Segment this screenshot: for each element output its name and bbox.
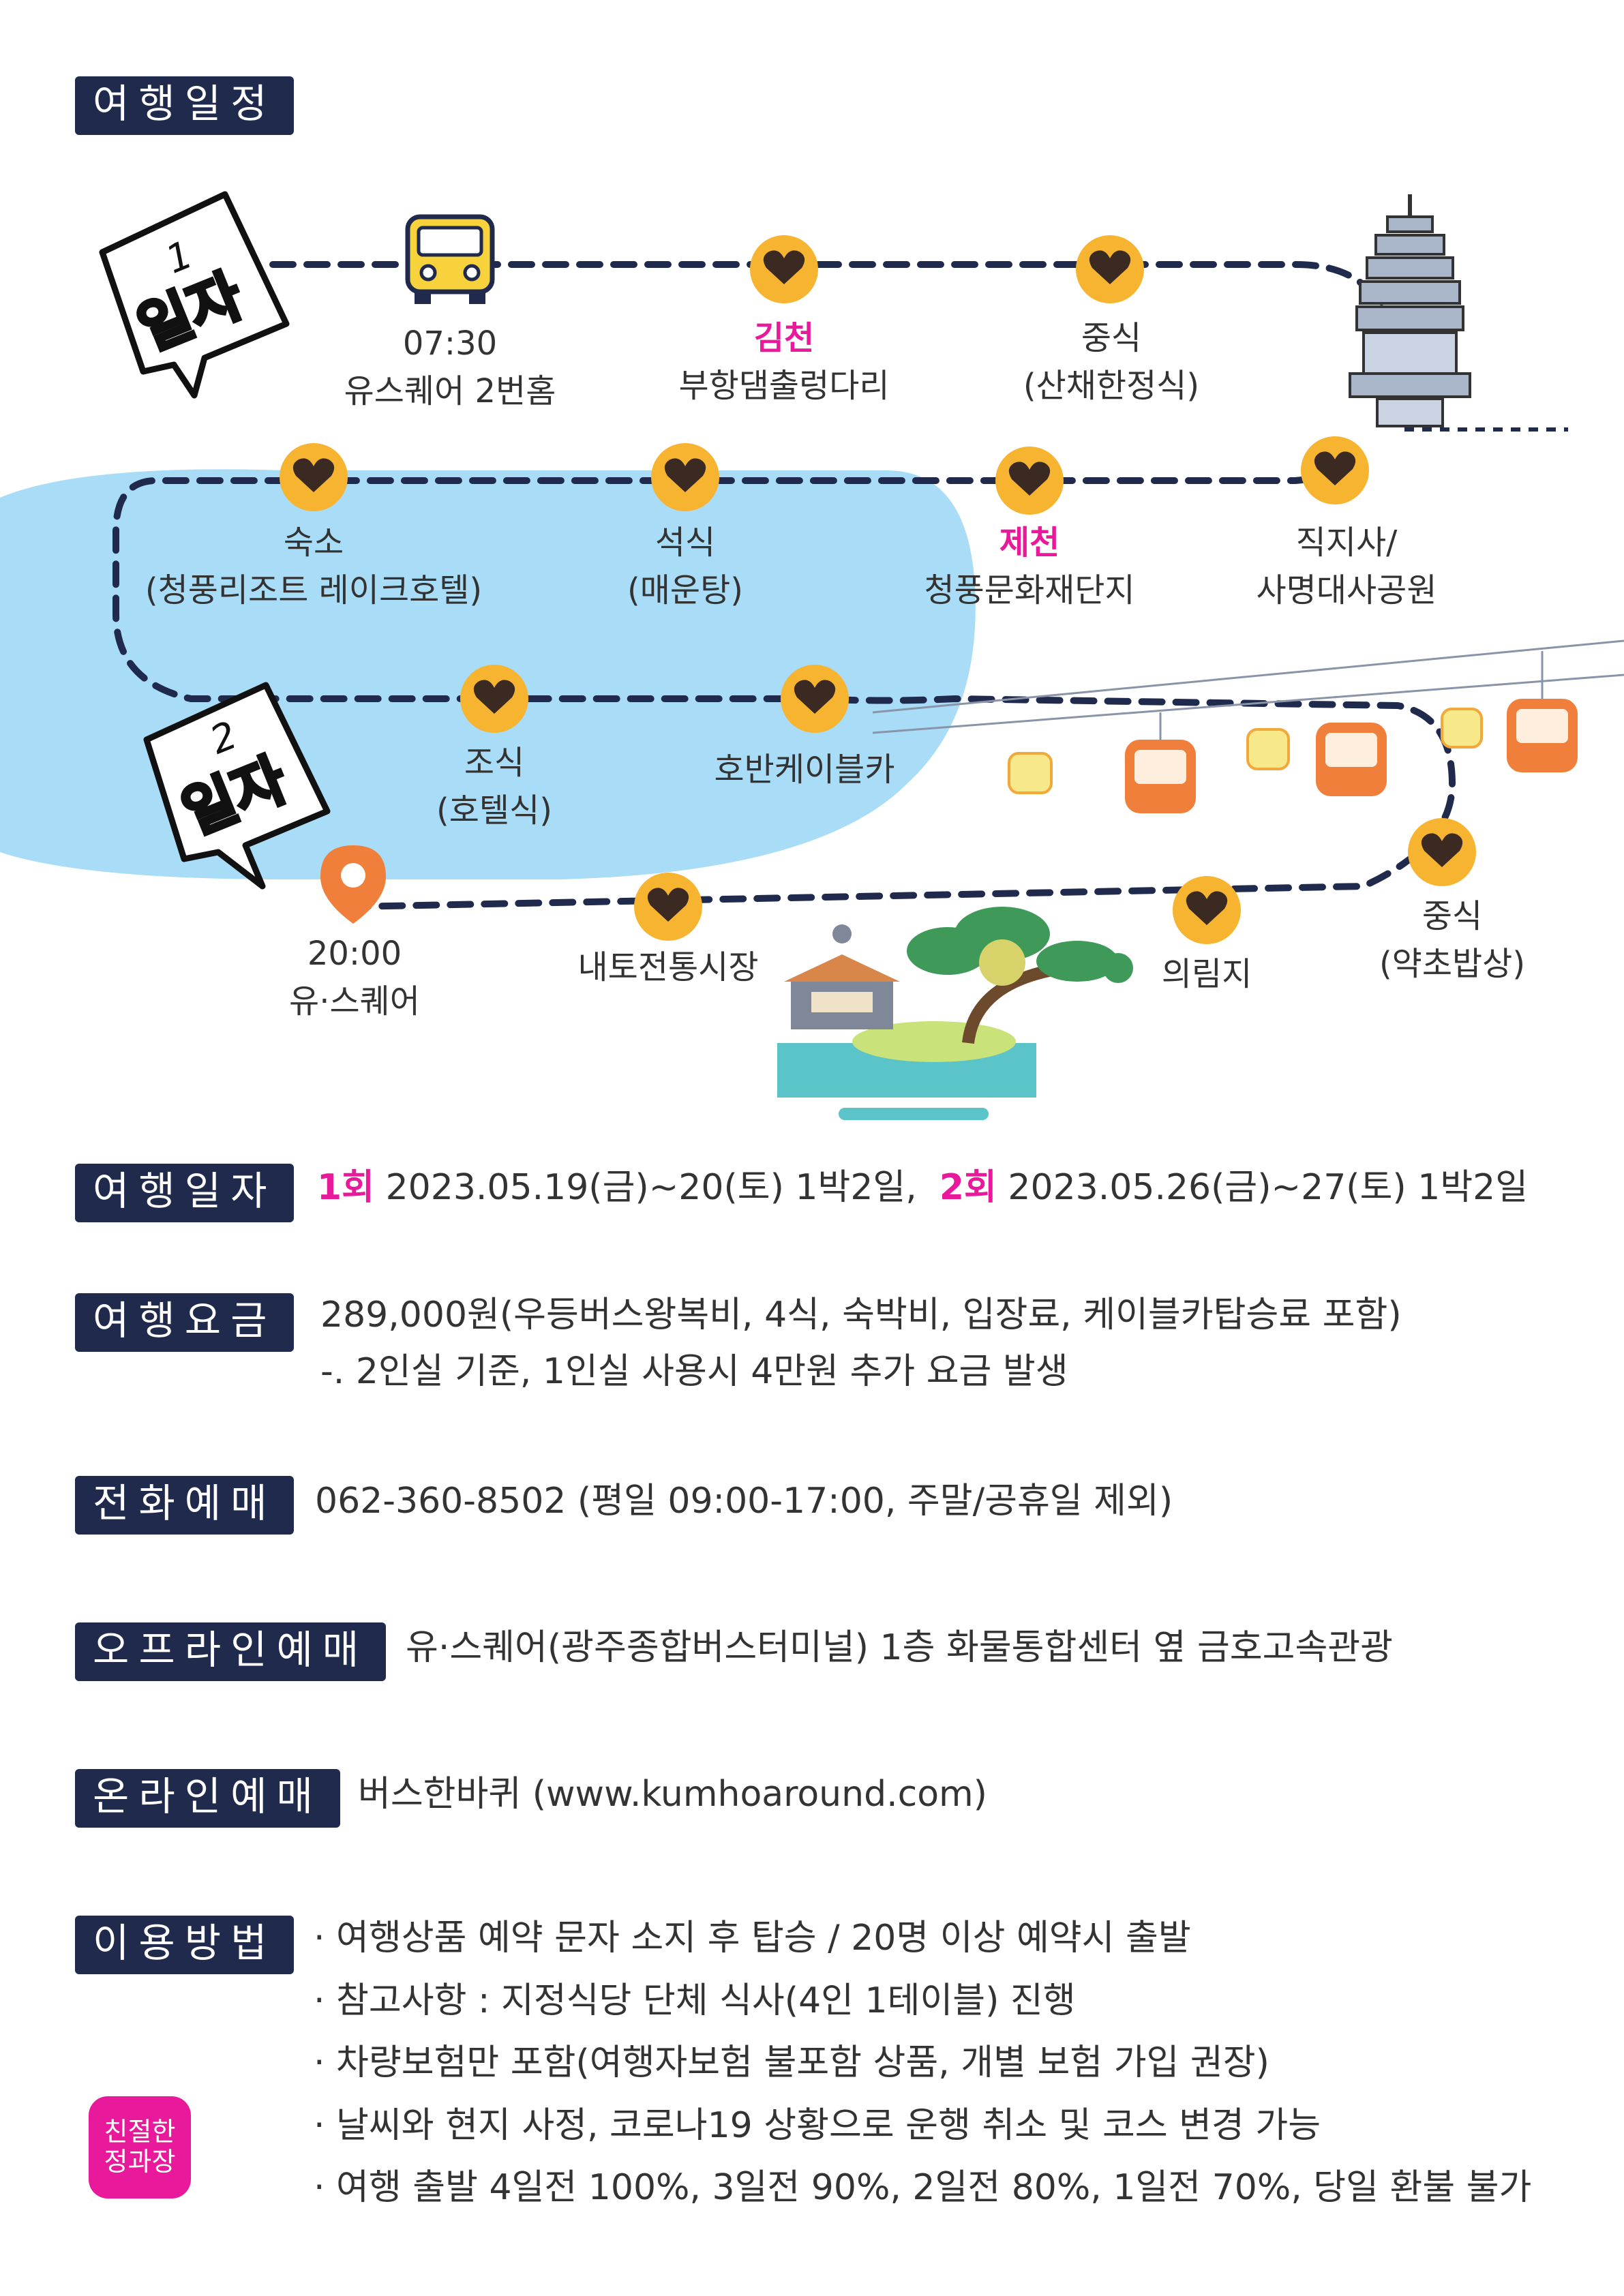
usage-item-3: · 차량보험만 포함(여행자보험 불포함 상품, 개별 보험 가입 권장)	[314, 2042, 1269, 2083]
section-tag-dates: 여행일자	[75, 1164, 295, 1222]
gazebo-scenery-icon	[777, 907, 1133, 1120]
route-path	[112, 261, 1456, 910]
usage-item-5: · 여행 출발 4일전 100%, 3일전 90%, 2일전 80%, 1일전 …	[314, 2167, 1532, 2208]
offline-text: 유·스퀘어(광주종합버스터미널) 1층 화물통합센터 옆 금호고속관광	[406, 1627, 1393, 1668]
stop-7-label: 숙소(청풍리조트 레이크호텔)	[145, 524, 483, 609]
heart-marker-icon	[995, 447, 1064, 515]
stop-12-label: 내토전통시장	[577, 948, 759, 986]
heart-marker-icon	[1173, 876, 1241, 944]
heart-marker-icon	[1076, 235, 1144, 303]
stop-8-label: 조식(호텔식)	[436, 744, 552, 830]
stop-6-label: 석식(매운탕)	[627, 524, 743, 609]
heart-marker-icon	[1408, 818, 1476, 886]
stop-10-label: 중식(약초밥상)	[1379, 897, 1526, 983]
section-tag-usage: 이용방법	[75, 1916, 295, 1974]
bus-icon	[405, 214, 495, 304]
stop-11-label: 의림지	[1161, 955, 1252, 993]
fee-line-1: 289,000원(우등버스왕복비, 4식, 숙박비, 입장료, 케이블카탑승료 …	[320, 1295, 1402, 1335]
heart-marker-icon	[460, 665, 528, 733]
section-tag-fee: 여행요금	[75, 1293, 295, 1352]
fee-line-2: -. 2인실 기준, 1인실 사용시 4만원 추가 요금 발생	[320, 1351, 1068, 1392]
heart-markers	[280, 235, 1476, 944]
online-text: 버스한바퀴 (www.kumhoaround.com)	[358, 1774, 987, 1815]
location-pin-icon	[320, 845, 386, 924]
stop-9-label: 호반케이블카	[714, 751, 895, 789]
pagoda-icon	[1349, 194, 1471, 427]
route-map: 1 일자 2 일자	[0, 191, 1624, 1120]
phone-text: 062-360-8502 (평일 09:00-17:00, 주말/공휴일 제외)	[315, 1481, 1173, 1522]
section-tag-online: 온라인예매	[75, 1769, 340, 1828]
stop-3-label: 중식(산채한정식)	[1023, 319, 1200, 405]
usage-item-1: · 여행상품 예약 문자 소지 후 탑승 / 20명 이상 예약시 출발	[314, 1918, 1191, 1959]
section-tag-phone: 전화예매	[75, 1476, 295, 1535]
usage-item-2: · 참고사항 : 지정식당 단체 식사(4인 1테이블) 진행	[314, 1980, 1076, 2021]
heart-marker-icon	[781, 665, 849, 733]
cable-car-icon	[1008, 651, 1578, 813]
day2-badge: 2 일자	[143, 682, 331, 890]
heart-marker-icon	[651, 443, 719, 511]
stop-4-label: 직지사/사명대사공원	[1256, 524, 1437, 609]
section-tag-offline: 오프라인예매	[75, 1622, 387, 1681]
section-tag-itinerary: 여행일정	[75, 76, 295, 135]
day1-badge: 1 일자	[99, 191, 290, 399]
heart-marker-icon	[750, 235, 818, 303]
brand-logo: 친절한 정과장	[89, 2096, 191, 2199]
heart-marker-icon	[634, 873, 702, 941]
heart-marker-icon	[280, 443, 348, 511]
dates-text: 1회 2023.05.19(금)~20(토) 1박2일, 2회 2023.05.…	[317, 1167, 1529, 1208]
usage-item-4: · 날씨와 현지 사정, 코로나19 상황으로 운행 취소 및 코스 변경 가능	[314, 2105, 1321, 2146]
heart-marker-icon	[1301, 436, 1369, 504]
